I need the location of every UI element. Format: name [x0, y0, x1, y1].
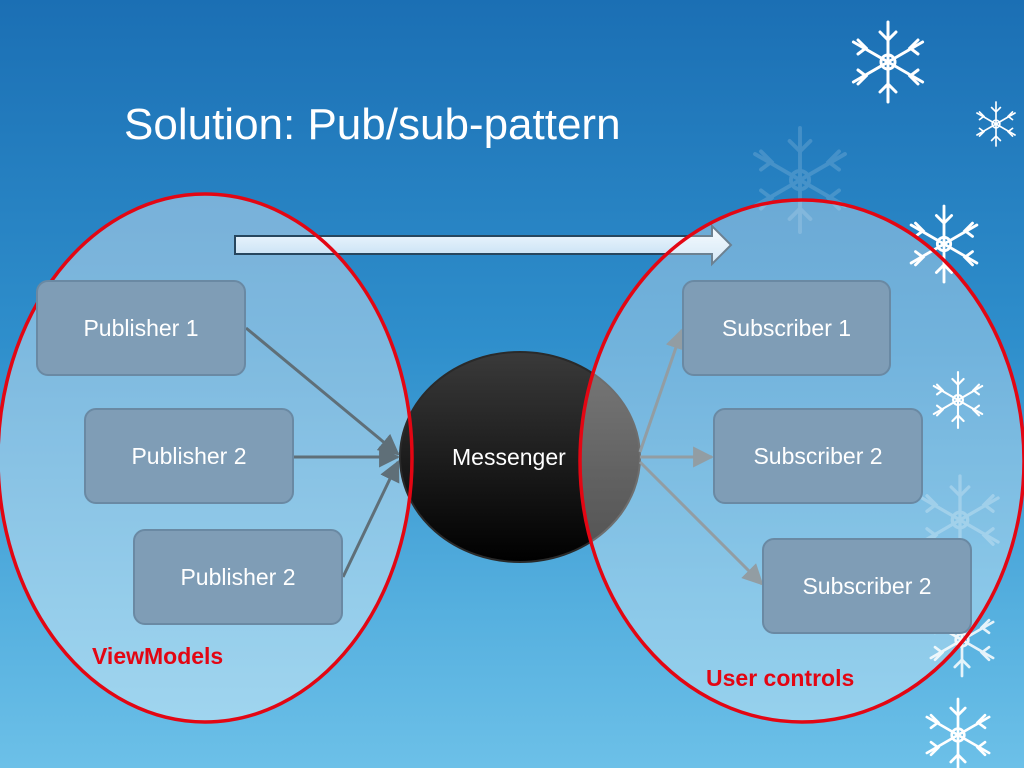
- slide-title: Solution: Pub/sub-pattern: [124, 100, 621, 149]
- user-controls-group-outline: [578, 198, 1024, 724]
- publisher-box: Publisher 2: [133, 529, 343, 625]
- connector-arrow: [638, 460, 764, 586]
- subscriber-box: Subscriber 2: [713, 408, 923, 504]
- viewmodels-group-outline: [0, 192, 414, 724]
- connector-arrow: [638, 328, 686, 453]
- publisher-box: Publisher 2: [84, 408, 294, 504]
- subscriber-box: Subscriber 2: [762, 538, 972, 634]
- connector-arrow: [341, 460, 400, 578]
- subscriber-box: Subscriber 1: [682, 280, 891, 376]
- viewmodels-label: ViewModels: [92, 643, 224, 669]
- publisher-box: Publisher 1: [36, 280, 246, 376]
- connector-arrow: [245, 326, 400, 456]
- user-controls-label: User controls: [706, 665, 855, 691]
- flow-direction-arrow: [234, 223, 733, 267]
- messenger-label: Messenger: [452, 444, 566, 470]
